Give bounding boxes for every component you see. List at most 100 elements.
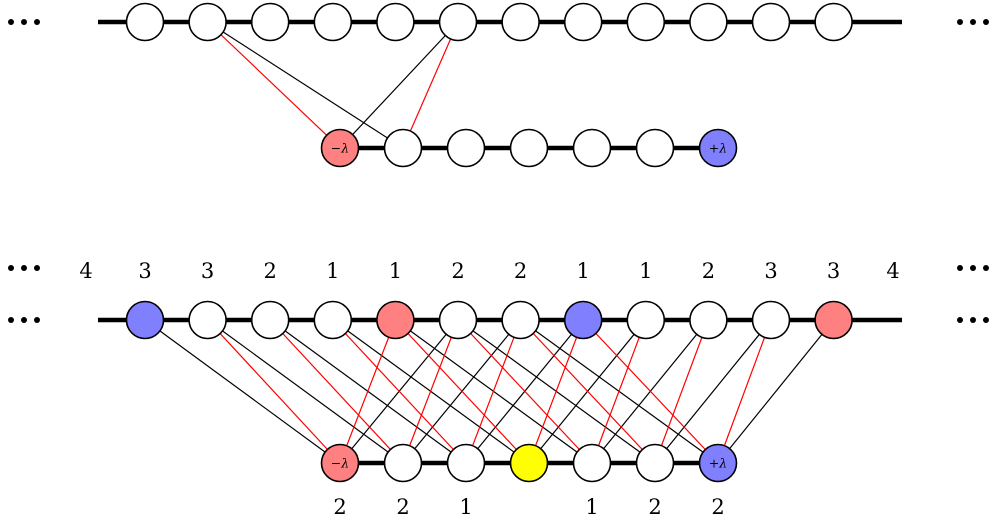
site-node-white: [563, 2, 603, 42]
ellipsis-dot: [21, 265, 27, 271]
ellipsis-dot: [983, 19, 989, 25]
coupling-line-red: [717, 319, 772, 464]
site-node-white: [689, 300, 728, 340]
defect-node-blue: [698, 443, 738, 483]
coupling-line-black: [144, 319, 341, 464]
site-node-white: [313, 2, 353, 42]
defect-label: +λ: [709, 456, 727, 471]
coupling-line-red: [457, 319, 593, 464]
site-node-white: [509, 128, 549, 168]
ellipsis-dot: [34, 265, 40, 271]
ellipsis-dot: [8, 317, 14, 323]
site-node-white: [626, 300, 666, 340]
site-node-white: [383, 443, 423, 483]
coupling-line-black: [339, 21, 459, 149]
multiplicity-label-top: 1: [326, 259, 339, 283]
ellipsis-dot: [21, 317, 27, 323]
site-node-white: [635, 128, 675, 168]
coupling-line-red: [465, 319, 522, 464]
coupling-line-red: [394, 319, 530, 464]
multiplicity-label-bottom: 1: [459, 495, 472, 519]
site-node-white: [751, 2, 791, 42]
site-node-white: [188, 300, 227, 340]
site-node-white: [689, 2, 728, 42]
site-node-yellow: [509, 443, 549, 483]
ellipsis-dot: [21, 19, 27, 25]
upper-diagram: −λ +λ: [8, 2, 989, 168]
site-node-white: [250, 2, 290, 42]
defect-label: +λ: [709, 141, 727, 156]
multiplicity-label-bottom: 2: [333, 495, 346, 519]
coupling-line-black: [717, 319, 835, 464]
defect-label: −λ: [331, 141, 349, 156]
site-node-white: [188, 2, 227, 42]
coupling-line-black: [654, 319, 772, 464]
site-node-white: [438, 300, 478, 340]
multiplicity-label-top: 2: [264, 259, 277, 283]
site-node-white: [572, 443, 612, 483]
multiplicity-label-top: 4: [79, 259, 92, 283]
coupling-line-red: [332, 319, 467, 464]
ellipsis-dots: [8, 317, 40, 323]
ellipsis-dot: [8, 265, 14, 271]
coupling-line-red: [269, 319, 404, 464]
ellipsis-dot: [34, 317, 40, 323]
coupling-line-red: [520, 319, 656, 464]
ellipsis-dots: [8, 19, 40, 25]
site-node-white: [313, 300, 353, 340]
defect-node-blue: [698, 128, 738, 168]
ellipsis-dot: [983, 317, 989, 323]
coupling-line-red: [582, 319, 719, 464]
defect-node-pink: [320, 443, 360, 483]
multiplicity-label-top: 3: [827, 259, 840, 283]
coupling-line-black: [207, 319, 404, 464]
site-node-white: [438, 2, 478, 42]
site-node-white: [501, 300, 540, 340]
multiplicity-label-bottom: 2: [711, 495, 724, 519]
site-node-white: [751, 300, 791, 340]
ellipsis-dot: [983, 265, 989, 271]
ellipsis-dots: [957, 265, 989, 271]
site-node-white: [446, 443, 486, 483]
multiplicity-label-top: 2: [702, 259, 715, 283]
defect-node-pink: [320, 128, 360, 168]
multiplicity-label-top: 3: [138, 259, 151, 283]
coupling-line-red: [207, 319, 341, 464]
coupling-line-red: [528, 319, 584, 464]
ellipsis-dot: [957, 317, 963, 323]
coupling-line-red: [402, 21, 459, 149]
multiplicity-label-top: 3: [201, 259, 214, 283]
coupling-line-red: [207, 21, 341, 149]
multiplicity-label-bottom: 1: [585, 495, 598, 519]
ellipsis-dots: [957, 19, 989, 25]
multiplicity-label-top: 3: [764, 259, 777, 283]
multiplicity-label-bottom: 2: [396, 495, 409, 519]
ellipsis-dots: [8, 265, 40, 271]
ellipsis-dot: [957, 19, 963, 25]
coupling-line-red: [339, 319, 396, 464]
site-node-white: [446, 128, 486, 168]
multiplicity-label-top: 2: [451, 259, 464, 283]
multiplicity-label-top: 4: [886, 259, 899, 283]
coupling-line-red: [654, 319, 709, 464]
multiplicity-label-top: 1: [389, 259, 402, 283]
site-node-pink: [814, 300, 853, 340]
multiplicity-label-top: 1: [639, 259, 652, 283]
multiplicity-label-top: 2: [514, 259, 527, 283]
coupling-line-red: [402, 319, 459, 464]
site-node-blue: [125, 300, 165, 340]
site-node-white: [383, 128, 423, 168]
site-node-white: [501, 2, 540, 42]
defect-label: −λ: [331, 456, 349, 471]
site-node-white: [125, 2, 165, 42]
ellipsis-dot: [970, 19, 976, 25]
site-node-white: [572, 128, 612, 168]
coupling-line-red: [591, 319, 647, 464]
ellipsis-dots: [957, 317, 989, 323]
coupling-line-black: [207, 21, 404, 149]
site-node-white: [635, 443, 675, 483]
ellipsis-dot: [8, 19, 14, 25]
